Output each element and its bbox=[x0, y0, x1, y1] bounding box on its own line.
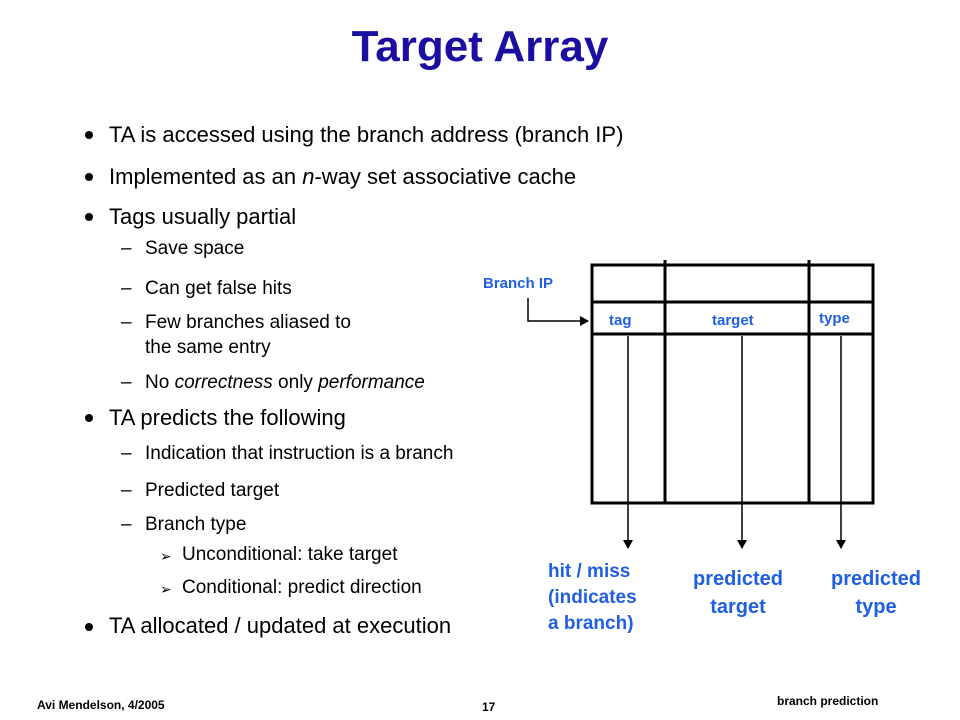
branch-ip-arrow bbox=[527, 298, 589, 326]
predicted-type-line-2: type bbox=[855, 596, 897, 618]
dash-marker: – bbox=[121, 278, 132, 299]
predicted-target-line-1: predicted bbox=[692, 568, 784, 590]
bullet-list: TA is accessed using the branch address … bbox=[85, 122, 623, 638]
type-column-label: type bbox=[819, 310, 850, 327]
arrowhead-bullet-icon: ➢ bbox=[160, 581, 172, 597]
dash-marker: – bbox=[121, 480, 132, 501]
predicted-target-line-2: target bbox=[710, 596, 766, 618]
sub-branch-type: Branch type bbox=[145, 514, 247, 535]
sub-correctness: No correctness only performance bbox=[145, 372, 425, 393]
dash-marker: – bbox=[121, 514, 132, 535]
bullet-ta-predicts: TA predicts the following bbox=[109, 405, 346, 430]
arrowhead-bullet-icon: ➢ bbox=[160, 548, 172, 564]
ta-table-frame bbox=[590, 263, 875, 505]
target-column-label: target bbox=[712, 312, 754, 329]
sub-aliased-2: the same entry bbox=[145, 337, 271, 358]
bullet-dot bbox=[85, 131, 93, 139]
predicted-target-output: predicted target bbox=[676, 565, 800, 621]
sub-unconditional: Unconditional: take target bbox=[182, 544, 398, 565]
bullet-dot bbox=[85, 414, 93, 422]
predicted-type-line-1: predicted bbox=[830, 568, 922, 590]
branch-ip-label: Branch IP bbox=[483, 275, 554, 292]
footer-author: Avi Mendelson, 4/2005 bbox=[37, 698, 165, 712]
bullet-dot bbox=[85, 623, 93, 631]
slide-title: Target Array bbox=[351, 22, 609, 71]
footer-topic: branch prediction bbox=[777, 694, 879, 708]
hit-miss-output: hit / miss (indicates a branch) bbox=[548, 559, 668, 637]
bullet-dot bbox=[85, 173, 93, 181]
sub-indication: Indication that instruction is a branch bbox=[145, 443, 454, 464]
bullet-tags-partial: Tags usually partial bbox=[109, 204, 297, 229]
dash-marker: – bbox=[121, 372, 132, 393]
hit-miss-line-2: (indicates bbox=[548, 587, 637, 608]
tag-column-label: tag bbox=[609, 312, 632, 329]
sub-conditional: Conditional: predict direction bbox=[182, 577, 422, 598]
sub-predicted-target: Predicted target bbox=[145, 480, 280, 501]
dash-marker: – bbox=[121, 443, 132, 464]
predicted-type-output: predicted type bbox=[814, 565, 938, 621]
sub-save-space: Save space bbox=[145, 238, 245, 259]
bullet-dot bbox=[85, 213, 93, 221]
hit-miss-line-3: a branch) bbox=[548, 613, 634, 634]
dash-marker: – bbox=[121, 238, 132, 259]
bullet-ta-allocated: TA allocated / updated at execution bbox=[109, 613, 452, 638]
bullet-ta-accessed: TA is accessed using the branch address … bbox=[109, 122, 624, 147]
hit-miss-line-1: hit / miss bbox=[548, 561, 631, 582]
bullet-implemented: Implemented as an n-way set associative … bbox=[109, 164, 577, 189]
dash-marker: – bbox=[121, 312, 132, 333]
footer-page-number: 17 bbox=[482, 700, 496, 714]
sub-aliased-1: Few branches aliased to bbox=[145, 312, 351, 333]
sub-false-hits: Can get false hits bbox=[145, 278, 292, 299]
